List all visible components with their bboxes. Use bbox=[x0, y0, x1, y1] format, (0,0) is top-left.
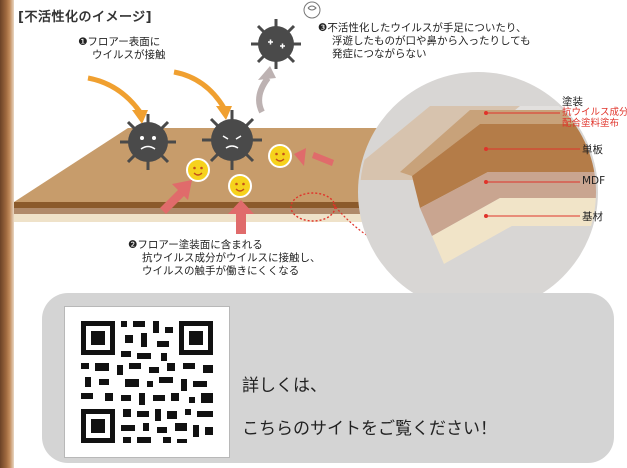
label-veneer: 単板 bbox=[582, 144, 603, 156]
wood-photo-edge bbox=[0, 0, 14, 468]
arrow-agent-bottom bbox=[228, 200, 254, 234]
layer-mdf bbox=[420, 172, 596, 236]
virus-icon bbox=[120, 114, 176, 170]
label-coating-sub: 抗ウイルス成分 配合塗料塗布 bbox=[562, 107, 627, 129]
step2-line-3: ウイルスの触手が働きにくくなる bbox=[142, 265, 300, 277]
cta-line-1: 詳しくは、 bbox=[242, 376, 327, 396]
floor-front-edge bbox=[14, 202, 448, 208]
step3-line-3: 発症につながらない bbox=[332, 48, 427, 60]
layer-coating bbox=[400, 110, 596, 176]
layer-base bbox=[432, 198, 596, 264]
floor-front-base bbox=[14, 214, 448, 222]
arrow-contact-1 bbox=[87, 75, 143, 114]
coating-sub-line-2: 配合塗料塗布 bbox=[562, 118, 620, 129]
step1-note: ❶フロアー表面に ウイルスが接触 bbox=[78, 36, 166, 62]
arrow-agent-right bbox=[294, 148, 334, 166]
arrow-agent-left bbox=[160, 180, 192, 214]
step1-line-2: ウイルスが接触 bbox=[92, 49, 166, 61]
diagram-title: [不活性化のイメージ] bbox=[18, 10, 153, 25]
agent-smiley-icon bbox=[268, 144, 292, 168]
step1-line-1: ❶フロアー表面に bbox=[78, 36, 161, 48]
step3-line-2: 浮遊したものが口や鼻から入ったりしても bbox=[332, 35, 531, 47]
step3-line-1: ❸不活性化したウイルスが手足についたり、 bbox=[318, 22, 527, 34]
floor-diagram bbox=[14, 1, 598, 300]
arrow-float-up bbox=[256, 76, 271, 114]
agent-smiley-icon bbox=[228, 174, 252, 198]
zoom-target bbox=[290, 192, 336, 222]
qr-code[interactable] bbox=[64, 306, 230, 458]
step2-note: ❷フロアー塗装面に含まれる 抗ウイルス成分がウイルスに接触し、 ウイルスの触手が… bbox=[128, 239, 321, 278]
label-base: 基材 bbox=[582, 211, 603, 223]
agent-smiley-icon bbox=[186, 158, 210, 182]
dizzy-icon bbox=[303, 1, 321, 19]
step3-note: ❸不活性化したウイルスが手足についたり、 浮遊したものが口や鼻から入ったりしても… bbox=[318, 22, 531, 61]
arrow-contact-2 bbox=[173, 69, 227, 110]
label-coating: 塗装 bbox=[562, 96, 583, 108]
step2-line-2: 抗ウイルス成分がウイルスに接触し、 bbox=[142, 252, 321, 264]
cta-line-2[interactable]: こちらのサイトをご覧ください！ bbox=[242, 419, 497, 439]
coating-sub-line-1: 抗ウイルス成分 bbox=[562, 107, 627, 118]
label-mdf: MDF bbox=[582, 175, 606, 187]
layer-veneer bbox=[412, 124, 596, 208]
step2-line-1: ❷フロアー塗装面に含まれる bbox=[128, 239, 263, 251]
inactive-virus-icon bbox=[251, 19, 301, 69]
virus-icon bbox=[202, 110, 262, 170]
qr-code-icon bbox=[81, 321, 213, 443]
